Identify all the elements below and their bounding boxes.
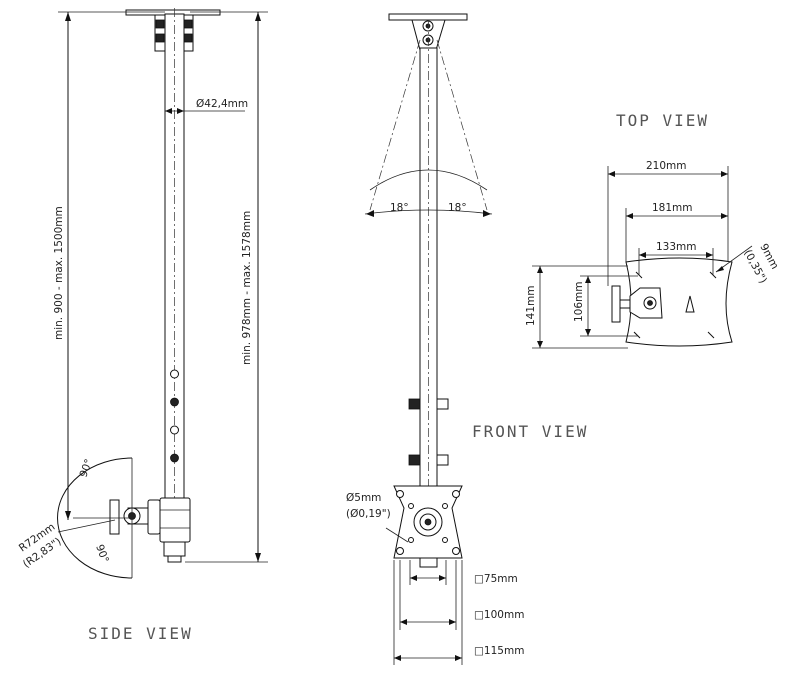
swivel-arc [369, 169, 488, 191]
vesa-hole [452, 547, 460, 555]
bolt [183, 33, 193, 43]
adjustment-hole [170, 453, 179, 463]
front-view-title: FRONT VIEW [472, 422, 588, 441]
length-range-label: min. 900 - max. 1500mm [53, 206, 65, 340]
side-view: Ø42,4mm min. 900 - max. 1500mm min. 978m… [17, 8, 268, 643]
hole-mm-label: Ø5mm [346, 492, 381, 504]
top-view: 210mm 181mm 133mm 141mm 106mm 9mm (0,35"… [525, 111, 781, 349]
vesa-100-label: □100mm [474, 609, 524, 621]
swivel-limit-left [369, 39, 421, 211]
swivel-limit-right [436, 39, 488, 211]
adjustment-hole [170, 369, 179, 379]
total-length-range-label: min. 978mm - max. 1578mm [241, 211, 253, 365]
tilt-up-label: 90° [78, 457, 96, 479]
display-plate [109, 499, 120, 535]
vesa-75-label: □75mm [474, 573, 518, 585]
vesa-hole [396, 547, 404, 555]
swivel-left-label: 18° [390, 202, 409, 214]
width-181-label: 181mm [652, 202, 693, 214]
tilt-arc [57, 457, 133, 579]
vesa-hole [452, 490, 460, 498]
bolt [183, 19, 193, 29]
height-106-label: 106mm [573, 282, 585, 323]
front-view: 18° 18° Ø5mm (Ø0,19") □75mm □100mm □115m… [346, 13, 588, 665]
pole-diameter-label: Ø42,4mm [196, 98, 248, 110]
mount-bracket [611, 285, 621, 323]
width-133-label: 133mm [656, 241, 697, 253]
adjustment-hole [170, 425, 179, 435]
swivel-right-label: 18° [448, 202, 467, 214]
ceiling-plate [388, 13, 468, 21]
vesa-hole [396, 490, 404, 498]
pole-end-cap [163, 541, 186, 557]
pole-end-cap [167, 555, 182, 563]
side-view-title: SIDE VIEW [88, 624, 193, 643]
bolt [155, 19, 165, 29]
pole-bolt [408, 454, 421, 466]
height-141-label: 141mm [525, 286, 537, 327]
tilt-down-label: 90° [93, 543, 111, 565]
bolt [155, 33, 165, 43]
vesa-115-label: □115mm [474, 645, 524, 657]
tilt-knob [147, 499, 161, 535]
top-plate [625, 257, 733, 347]
top-view-title: TOP VIEW [616, 111, 709, 130]
hole-in-label: (Ø0,19") [346, 508, 391, 520]
pole-bolt [408, 398, 421, 410]
adjustment-hole [170, 397, 179, 407]
width-210-label: 210mm [646, 160, 687, 172]
pole-clamp [159, 497, 191, 543]
